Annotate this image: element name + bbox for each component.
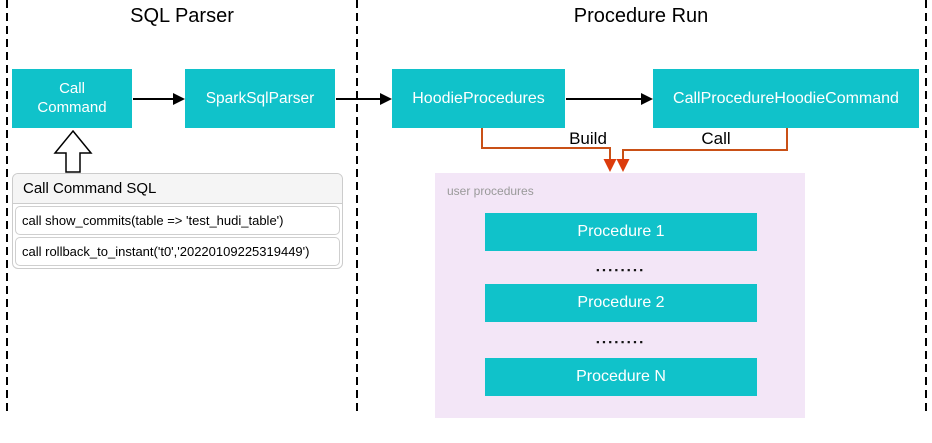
ellipsis-dots: ▪▪▪▪▪▪▪▪ xyxy=(596,265,646,275)
spark-sql-parser-node: SparkSqlParser xyxy=(185,69,335,128)
call-procedure-hoodie-command-node: CallProcedureHoodieCommand xyxy=(653,69,919,128)
call-command-sql-panel: Call Command SQL call show_commits(table… xyxy=(12,173,343,269)
procedure-2-node: Procedure 2 xyxy=(485,284,757,322)
procedure-1-node: Procedure 1 xyxy=(485,213,757,251)
sql-panel-header: Call Command SQL xyxy=(13,174,342,204)
build-label: Build xyxy=(569,129,607,148)
ellipsis-dots: ▪▪▪▪▪▪▪▪ xyxy=(596,337,646,347)
sql-parser-title: SQL Parser xyxy=(130,5,234,27)
hoodie-procedures-node: HoodieProcedures xyxy=(392,69,565,128)
procedure-n-node: Procedure N xyxy=(485,358,757,396)
user-procedures-panel: user procedures Procedure 1 ▪▪▪▪▪▪▪▪ Pro… xyxy=(435,173,805,418)
procedure-run-title: Procedure Run xyxy=(573,5,709,27)
user-procedures-label: user procedures xyxy=(447,184,534,198)
call-command-node: Call Command xyxy=(12,69,132,128)
sql-example-row: call rollback_to_instant('t0','202201092… xyxy=(15,237,340,266)
call-connector-arrow xyxy=(616,128,788,172)
hollow-up-arrow xyxy=(53,129,93,173)
call-label: Call xyxy=(701,129,731,148)
sql-example-row: call show_commits(table => 'test_hudi_ta… xyxy=(15,206,340,235)
build-connector-arrow xyxy=(481,128,617,172)
